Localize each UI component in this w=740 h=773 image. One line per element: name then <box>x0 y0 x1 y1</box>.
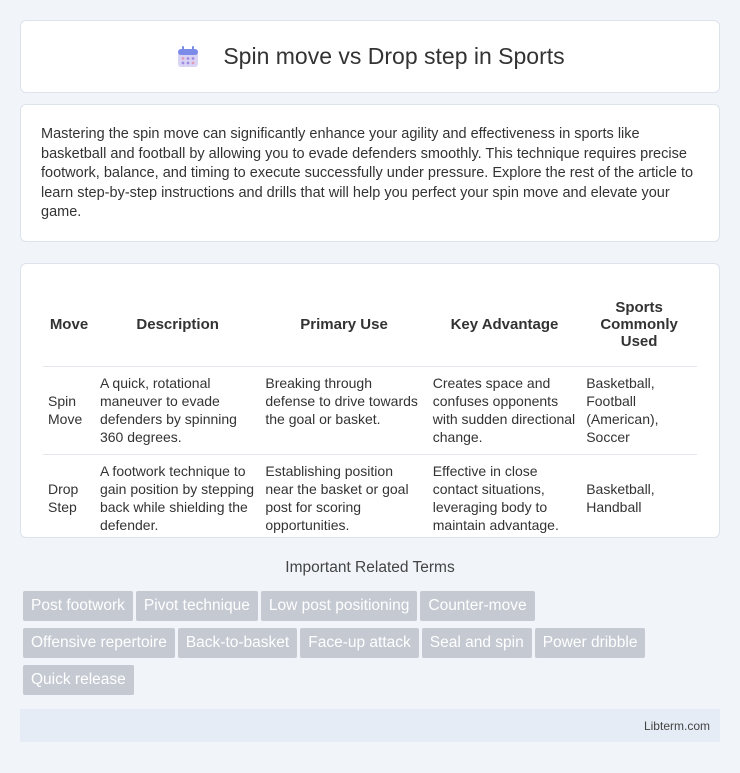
column-header: Move <box>49 316 89 334</box>
tag-post-footwork[interactable]: Post footwork <box>23 591 133 621</box>
column-header: Sports Commonly Used <box>600 299 678 351</box>
table-cell: Basketball, Handball <box>581 453 697 542</box>
calendar-icon <box>175 44 201 70</box>
page-title: Spin move vs Drop step in Sports <box>223 43 565 69</box>
comparison-table-card: Move Description Primary Use Key Advanta… <box>20 263 720 542</box>
table-cell: Breaking through defense to drive toward… <box>260 365 428 454</box>
table-row: Spin Move A quick, rotational maneuver t… <box>43 365 697 454</box>
tag-low-post-positioning[interactable]: Low post positioning <box>260 591 418 621</box>
footer-link[interactable]: Libterm.com <box>643 719 710 733</box>
related-terms-title: Important Related Terms <box>285 559 455 576</box>
table-cell: A quick, rotational maneuver to evade de… <box>94 365 261 454</box>
tag-counter-move[interactable]: Counter-move <box>420 591 535 621</box>
tag-back-to-basket[interactable]: Back-to-basket <box>177 628 298 658</box>
intro-card: Mastering the spin move can significantl… <box>20 104 720 242</box>
table-cell: Spin Move <box>43 365 95 454</box>
tag-quick-release[interactable]: Quick release <box>23 665 134 695</box>
table-cell: Establishing position near the basket or… <box>260 453 428 542</box>
footer: Libterm.com <box>20 709 720 742</box>
tag-seal-and-spin[interactable]: Seal and spin <box>421 628 532 658</box>
intro-text: Mastering the spin move can significantl… <box>41 126 694 221</box>
tag-offensive-repertoire[interactable]: Offensive repertoire <box>23 628 175 658</box>
table-cell: Drop Step <box>43 453 95 542</box>
table-cell: Creates space and confuses opponents wit… <box>427 365 582 454</box>
column-header: Description <box>136 316 219 334</box>
header-card: Spin move vs Drop step in Sports <box>20 20 720 93</box>
tag-pivot-technique[interactable]: Pivot technique <box>135 591 258 621</box>
comparison-table: Move Description Primary Use Key Advanta… <box>43 284 697 542</box>
table-row: Drop Step A footwork technique to gain p… <box>43 453 697 542</box>
table-cell: Effective in close contact situations, l… <box>427 453 582 542</box>
column-header: Primary Use <box>300 316 388 334</box>
table-cell: Basketball, Football (American), Soccer <box>581 365 697 454</box>
tag-power-dribble[interactable]: Power dribble <box>534 628 646 658</box>
tag-face-up-attack[interactable]: Face-up attack <box>300 628 419 658</box>
column-header: Key Advantage <box>450 316 559 334</box>
table-cell: A footwork technique to gain position by… <box>94 453 261 542</box>
table-header-row: Move Description Primary Use Key Advanta… <box>43 284 697 366</box>
